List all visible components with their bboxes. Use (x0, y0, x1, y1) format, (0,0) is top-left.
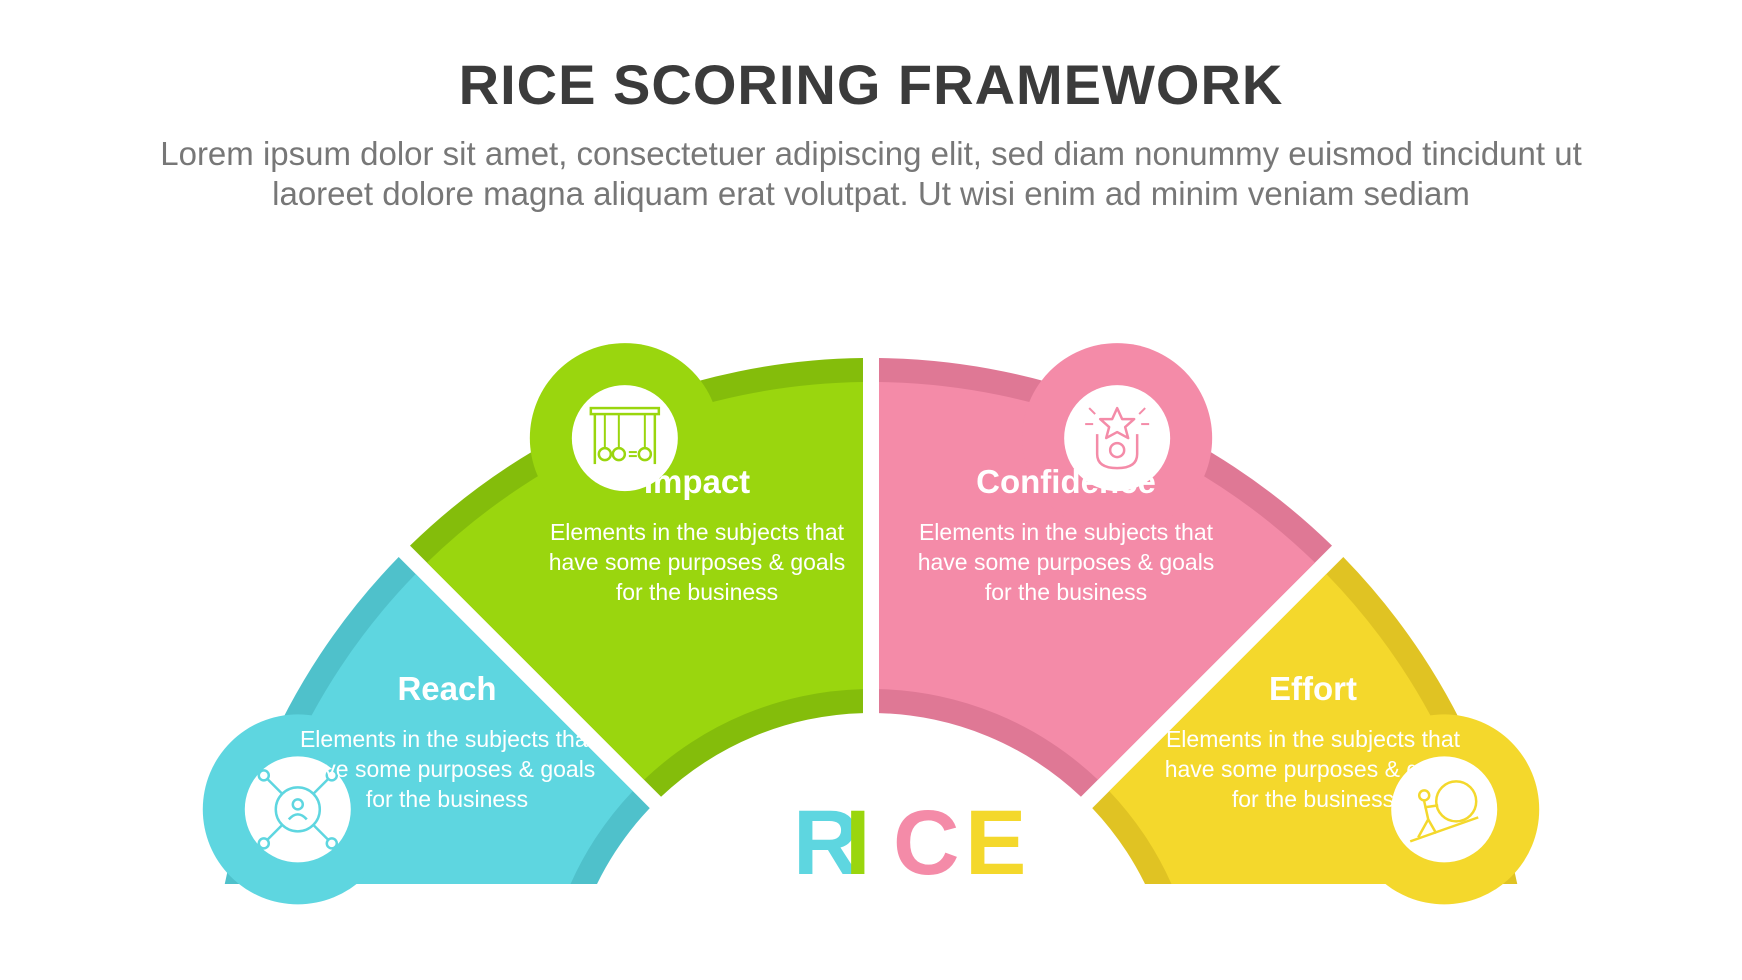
segment-confidence-body (878, 382, 1316, 780)
segment-reach-desc-line: Elements in the subjects that (300, 726, 595, 752)
segment-impact-desc-line: for the business (616, 579, 778, 605)
rice-letter-i: I (845, 792, 871, 894)
segment-impact-desc-line: have some purposes & goals (549, 549, 846, 575)
segment-impact-desc-line: Elements in the subjects that (550, 519, 845, 545)
hand-star-icon (1085, 406, 1150, 470)
rice-letter-e: E (965, 792, 1026, 894)
segment-confidence-desc-line: Elements in the subjects that (919, 519, 1214, 545)
segment-effort-desc-line: Elements in the subjects that (1166, 726, 1461, 752)
segment-confidence-desc-line: for the business (985, 579, 1147, 605)
segment-impact (410, 358, 864, 797)
page-title: RICE SCORING FRAMEWORK (458, 53, 1284, 116)
segment-effort-title: Effort (1269, 670, 1357, 707)
segment-effort-desc-line: have some purposes & goals (1165, 756, 1462, 782)
rice-letter-r: R (793, 792, 859, 894)
segment-effort-desc-line: for the business (1232, 786, 1394, 812)
network-person-icon (257, 769, 339, 850)
newtons-cradle-icon (589, 406, 661, 465)
segment-confidence-title: Confidence (976, 463, 1156, 500)
segment-impact-title: Impact (644, 463, 750, 500)
rice-letter-c: C (893, 792, 959, 894)
segment-reach-title: Reach (397, 670, 496, 707)
segment-confidence-icon-circle (1064, 385, 1171, 492)
page-subtitle: Lorem ipsum dolor sit amet, consectetuer… (160, 135, 1582, 212)
segment-confidence-desc-line: have some purposes & goals (918, 549, 1215, 575)
segment-confidence (878, 358, 1332, 797)
segment-reach-desc-line: have some purposes & goals (299, 756, 596, 782)
segment-impact-body (426, 382, 864, 780)
push-boulder-icon (1409, 780, 1479, 843)
segment-impact-icon-circle (571, 385, 678, 492)
segment-reach-desc-line: for the business (366, 786, 528, 812)
